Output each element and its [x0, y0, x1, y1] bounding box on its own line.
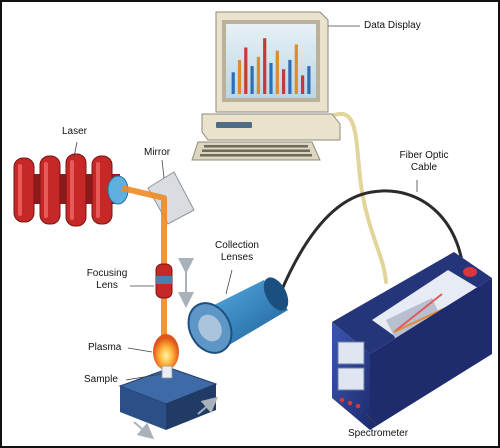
label-collection-lenses: Collection Lenses [210, 240, 264, 264]
label-focusing-line-1: Focusing [86, 268, 128, 279]
label-sample: Sample [84, 374, 118, 385]
display-bar [307, 66, 311, 94]
leader-lines [73, 25, 418, 425]
laser [13, 153, 129, 227]
label-fiber-optic-line-1: Fiber Optic [399, 150, 449, 161]
display-bar [294, 44, 298, 94]
label-data-display: Data Display [364, 20, 421, 31]
label-fiber-optic-cable: Fiber Optic Cable [392, 150, 456, 174]
display-bar [244, 47, 248, 94]
display-bar [288, 59, 292, 94]
focusing-lens [155, 258, 194, 308]
label-plasma: Plasma [88, 342, 122, 353]
label-fiber-optic-line-2: Cable [410, 162, 438, 173]
fiber-optic-cable [278, 189, 466, 296]
label-laser: Laser [62, 126, 88, 137]
display-bar [231, 72, 235, 94]
label-focusing-line-2: Lens [96, 280, 118, 291]
label-collection-line-2: Lenses [220, 252, 254, 263]
spectrometer [332, 252, 492, 430]
label-spectrometer: Spectrometer [348, 428, 409, 439]
display-bar [263, 38, 267, 94]
display-bar [256, 56, 260, 94]
laser-beam [121, 185, 167, 342]
collection-lenses [187, 277, 289, 354]
display-bar [269, 63, 273, 94]
label-focusing-lens: Focusing Lens [82, 268, 132, 292]
display-bar [282, 69, 286, 94]
display-bar [250, 66, 254, 94]
plasma-glow [153, 334, 179, 370]
sample-stage [118, 365, 219, 440]
display-bars [231, 38, 311, 94]
label-collection-line-1: Collection [215, 240, 259, 251]
computer [191, 11, 341, 161]
display-cable [322, 111, 388, 284]
label-mirror: Mirror [144, 147, 171, 158]
display-bar [237, 59, 242, 94]
display-bar [301, 75, 305, 94]
display-bar [275, 50, 279, 94]
